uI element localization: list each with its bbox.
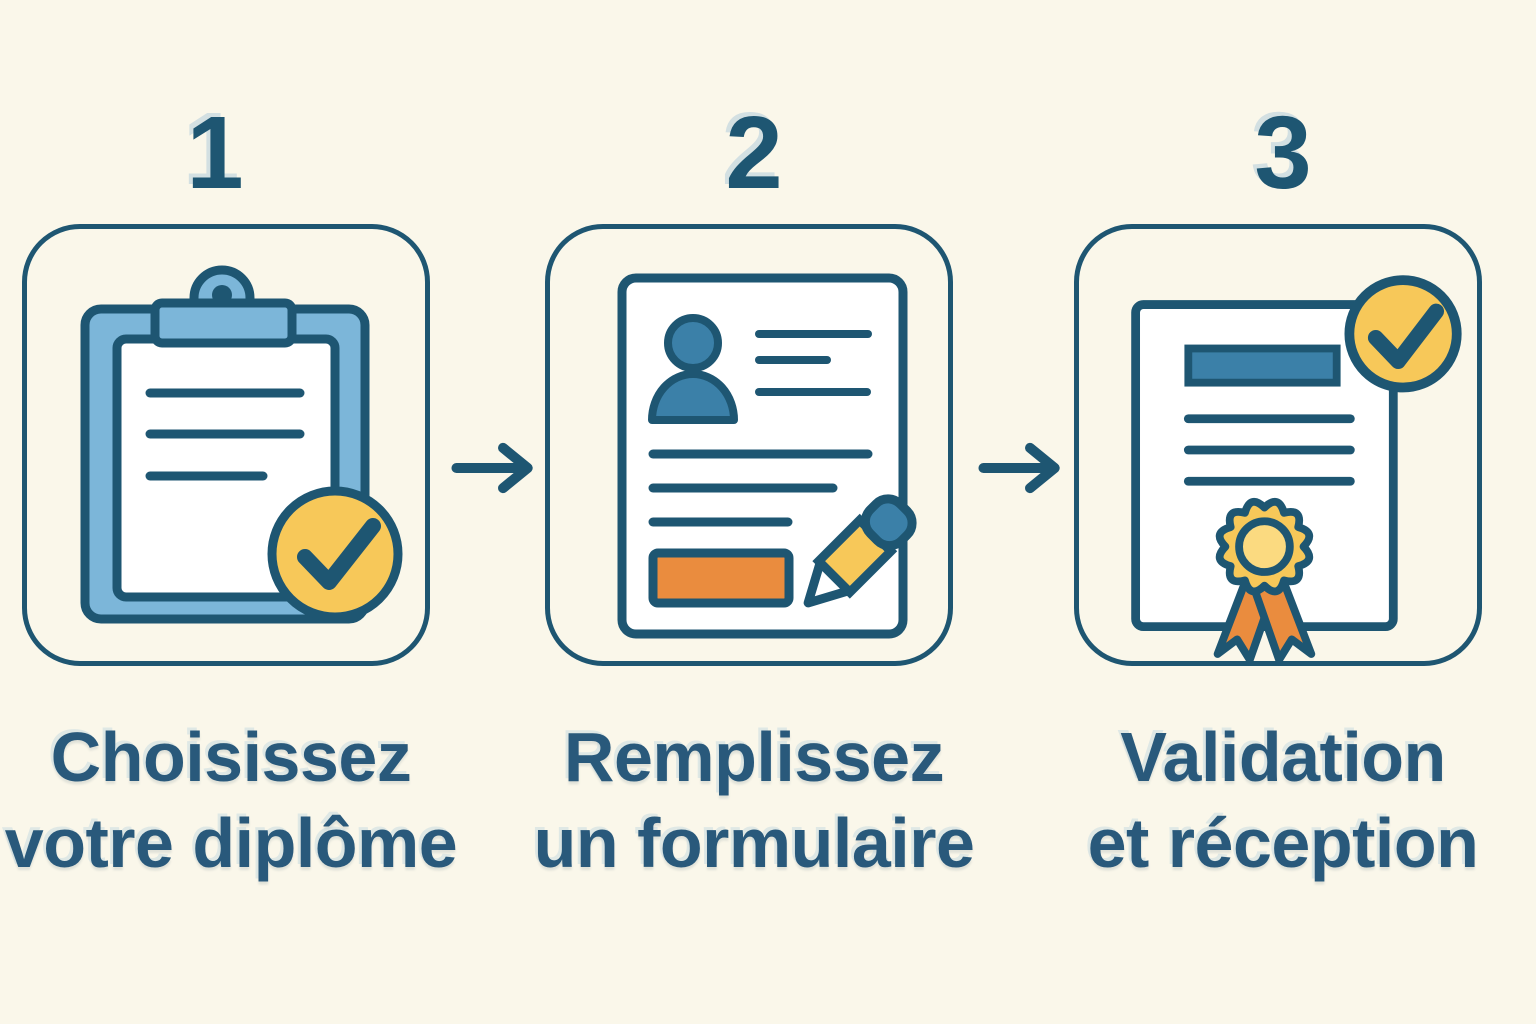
submit-field bbox=[648, 548, 794, 608]
step-1-label: Choisissez votre diplôme bbox=[0, 714, 501, 886]
pencil-icon bbox=[803, 494, 917, 608]
step-2-box bbox=[545, 224, 953, 666]
clipboard-check-icon bbox=[80, 265, 403, 624]
step-1-label-line2: votre diplôme bbox=[4, 804, 458, 882]
step-1-box bbox=[22, 224, 430, 666]
text-lines bbox=[755, 330, 872, 396]
check-badge-icon bbox=[267, 486, 403, 622]
step-1-label-line1: Choisissez bbox=[50, 718, 412, 796]
person-icon bbox=[648, 314, 738, 424]
text-lines bbox=[145, 388, 305, 481]
step-3-label: Validation et réception bbox=[1013, 714, 1536, 886]
step-2-label-line2: un formulaire bbox=[533, 804, 975, 882]
certificate-check-icon bbox=[1131, 275, 1462, 664]
arrow-right-icon bbox=[978, 442, 1060, 494]
step-1-number: 1 bbox=[186, 95, 244, 210]
text-lines bbox=[1183, 414, 1355, 486]
check-badge-icon bbox=[1344, 275, 1462, 393]
arrow-right-icon bbox=[451, 442, 533, 494]
step-3-box bbox=[1074, 224, 1482, 666]
step-3-label-line2: et réception bbox=[1087, 804, 1479, 882]
step-2-label: Remplissez un formulaire bbox=[484, 714, 1024, 886]
form-pencil-icon bbox=[617, 273, 917, 639]
step-3-number: 3 bbox=[1254, 95, 1312, 210]
step-2-label-line1: Remplissez bbox=[563, 718, 945, 796]
text-lines bbox=[648, 449, 873, 527]
step-3-label-line1: Validation bbox=[1120, 718, 1446, 796]
certificate-title-bar bbox=[1184, 344, 1341, 387]
step-2-number: 2 bbox=[725, 95, 783, 210]
rosette-icon bbox=[1213, 497, 1316, 664]
